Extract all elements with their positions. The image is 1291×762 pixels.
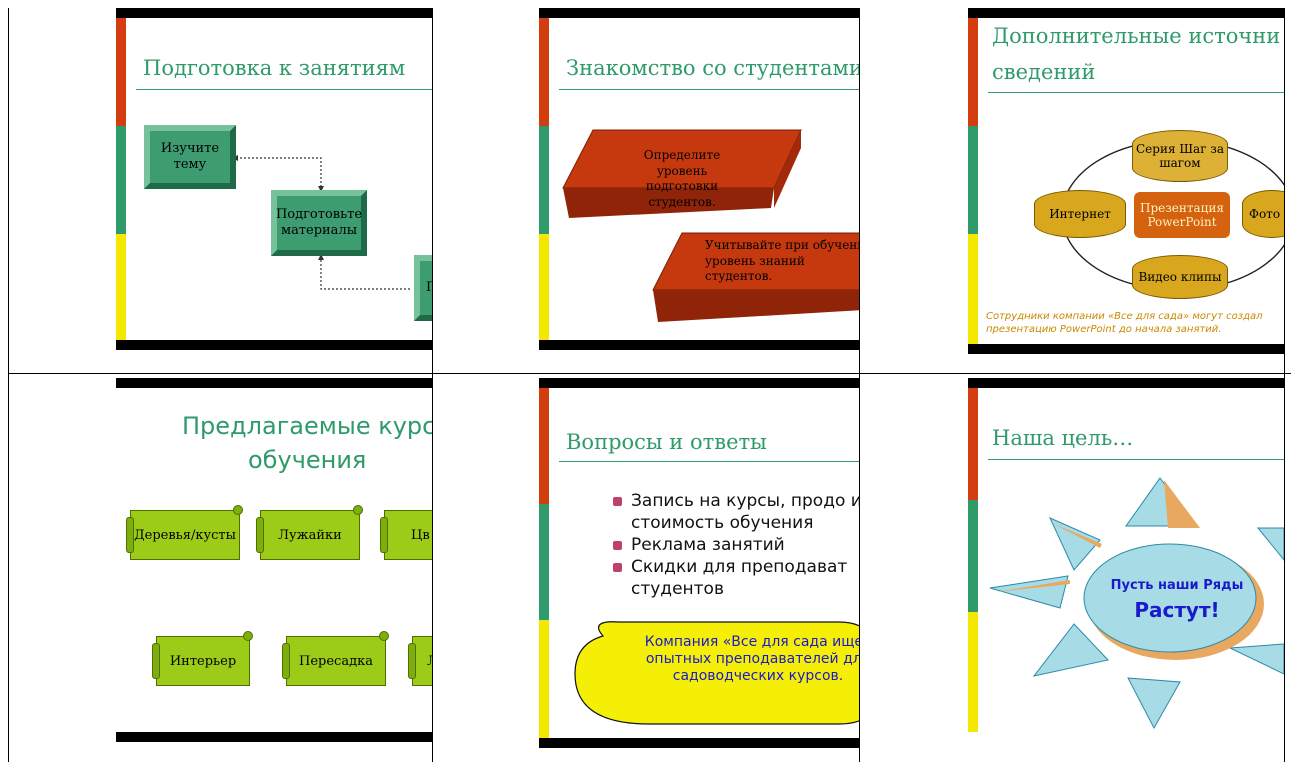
slide-title: Наша цель… <box>992 426 1134 450</box>
flow-box-label: Подготовьте материалы <box>275 206 363 238</box>
slide-bottom-bar <box>539 340 859 350</box>
title-underline <box>559 89 859 90</box>
flow-box-label: Изучите тему <box>160 140 220 172</box>
callout-text: Компания «Все для сада ищет опытных преп… <box>644 634 859 684</box>
slide-title: Знакомство со студентами <box>566 56 859 80</box>
cylinder-label: Серия Шаг за шагом <box>1136 141 1224 170</box>
cylinder-photo: Фото <box>1242 190 1284 238</box>
bullet-item: Реклама занятий <box>613 534 859 556</box>
cylinder-internet: Интернет <box>1034 190 1126 238</box>
parallelogram-shapes <box>562 129 859 322</box>
slide-thumbnail-2[interactable]: Знакомство со студентами Определите уров… <box>539 8 859 350</box>
bullet-text: Реклама занятий <box>631 535 785 555</box>
bullet-item: Скидки для преподават студентов <box>613 556 859 600</box>
stripe-red <box>539 18 549 126</box>
scroll-label: Интерьер <box>169 653 237 669</box>
bullet-list: Запись на курсы, продо и стоимость обуче… <box>613 490 859 600</box>
center-box: Презентация PowerPoint <box>1134 192 1230 238</box>
shape-text: Определите уровень подготовки студентов. <box>643 148 721 209</box>
slide-bottom-bar <box>116 732 432 742</box>
course-scroll-interior: Интерьер <box>152 631 253 686</box>
flow-box-third: П <box>414 255 432 321</box>
slide-thumbnail-3[interactable]: Дополнительные источни сведений Серия Ша… <box>968 8 1284 354</box>
slide-bottom-bar <box>116 340 432 350</box>
course-scroll-trees: Деревья/кусты <box>126 505 243 560</box>
grid-divider <box>8 373 1291 374</box>
slide-top-bar <box>539 378 859 388</box>
scroll-label: Цв <box>411 527 430 543</box>
stripe-yellow <box>968 612 978 732</box>
grid-divider <box>8 8 9 762</box>
title-underline <box>988 459 1284 460</box>
cylinder-video: Видео клипы <box>1132 255 1228 299</box>
center-label: Презентация PowerPoint <box>1140 200 1224 229</box>
slide-top-bar <box>116 8 432 18</box>
stripe-yellow <box>539 234 549 340</box>
slide-top-bar <box>116 378 432 388</box>
sun-text-line2: Растут! <box>1134 598 1220 622</box>
grid-divider <box>859 8 860 762</box>
slide-thumbnail-4[interactable]: Предлагаемые курсы обучения Деревья/куст… <box>116 378 432 742</box>
stripe-green <box>539 126 549 234</box>
slide-bottom-bar <box>539 738 859 748</box>
slide-title: Предлагаемые курсы <box>182 412 432 440</box>
scroll-label: Лужайки <box>278 527 342 543</box>
stripe-red <box>539 388 549 504</box>
slide-title: Подготовка к занятиям <box>143 56 406 80</box>
sun-illustration <box>989 477 1284 730</box>
slide-top-bar <box>539 8 859 18</box>
slide-thumbnail-1[interactable]: Подготовка к занятиям Изучите тему Подго… <box>116 8 432 350</box>
scroll-label: Пересадка <box>299 653 373 669</box>
course-scroll-flowers: Цв <box>380 510 432 560</box>
scroll-label: Л <box>427 654 432 669</box>
stripe-green <box>539 504 549 620</box>
stripe-yellow <box>116 234 126 340</box>
slide-title-line2: обучения <box>248 446 367 474</box>
bullet-text: Запись на курсы, продо и стоимость обуче… <box>631 491 859 533</box>
title-underline <box>136 89 432 90</box>
title-underline <box>559 461 859 462</box>
slide-thumbnail-5[interactable]: Вопросы и ответы Запись на курсы, продо … <box>539 378 859 748</box>
grid-divider <box>432 8 433 762</box>
slide-thumbnail-6[interactable]: Наша цель… Пусть наши Ряды Растут! <box>968 378 1284 742</box>
title-underline <box>988 92 1284 93</box>
flow-box-study: Изучите тему <box>144 125 236 189</box>
cylinder-label: Фото <box>1249 206 1281 221</box>
stripe-green <box>968 126 978 234</box>
slide-title: Дополнительные источни <box>992 24 1281 48</box>
slide-title-line2: сведений <box>992 60 1096 84</box>
stripe-red <box>116 18 126 126</box>
cylinder-label: Интернет <box>1049 206 1111 221</box>
stripe-yellow <box>539 620 549 738</box>
slide-top-bar <box>968 8 1284 18</box>
stripe-green <box>968 500 978 612</box>
stripe-yellow <box>968 234 978 344</box>
bullet-item: Запись на курсы, продо и стоимость обуче… <box>613 490 859 534</box>
scroll-label: Деревья/кусты <box>134 527 236 543</box>
bullet-text: Скидки для преподават студентов <box>631 557 848 599</box>
grid-divider <box>1284 8 1285 762</box>
course-scroll-last: Л <box>408 636 432 686</box>
slide-note: Сотрудники компании «Все для сада» могут… <box>986 311 1263 335</box>
cylinder-label: Видео клипы <box>1138 269 1222 284</box>
shape-text: Учитывайте при обучении уровень знаний с… <box>705 238 859 284</box>
stripe-red <box>968 18 978 126</box>
slide-title: Вопросы и ответы <box>566 430 767 454</box>
flow-box-label: П <box>426 279 432 295</box>
course-scroll-lawns: Лужайки <box>256 505 363 560</box>
flow-connectors <box>232 155 412 290</box>
slide-bottom-bar <box>968 344 1284 354</box>
course-scroll-transplant: Пересадка <box>282 631 389 686</box>
slide-top-bar <box>968 378 1284 388</box>
callout-bubble <box>574 621 859 725</box>
cycle-arrows <box>1061 139 1284 291</box>
cylinder-series: Серия Шаг за шагом <box>1132 130 1228 182</box>
sun-text-line1: Пусть наши Ряды <box>1110 578 1244 593</box>
stripe-green <box>116 126 126 234</box>
flow-box-prepare: Подготовьте материалы <box>271 190 367 256</box>
stripe-red <box>968 388 978 500</box>
